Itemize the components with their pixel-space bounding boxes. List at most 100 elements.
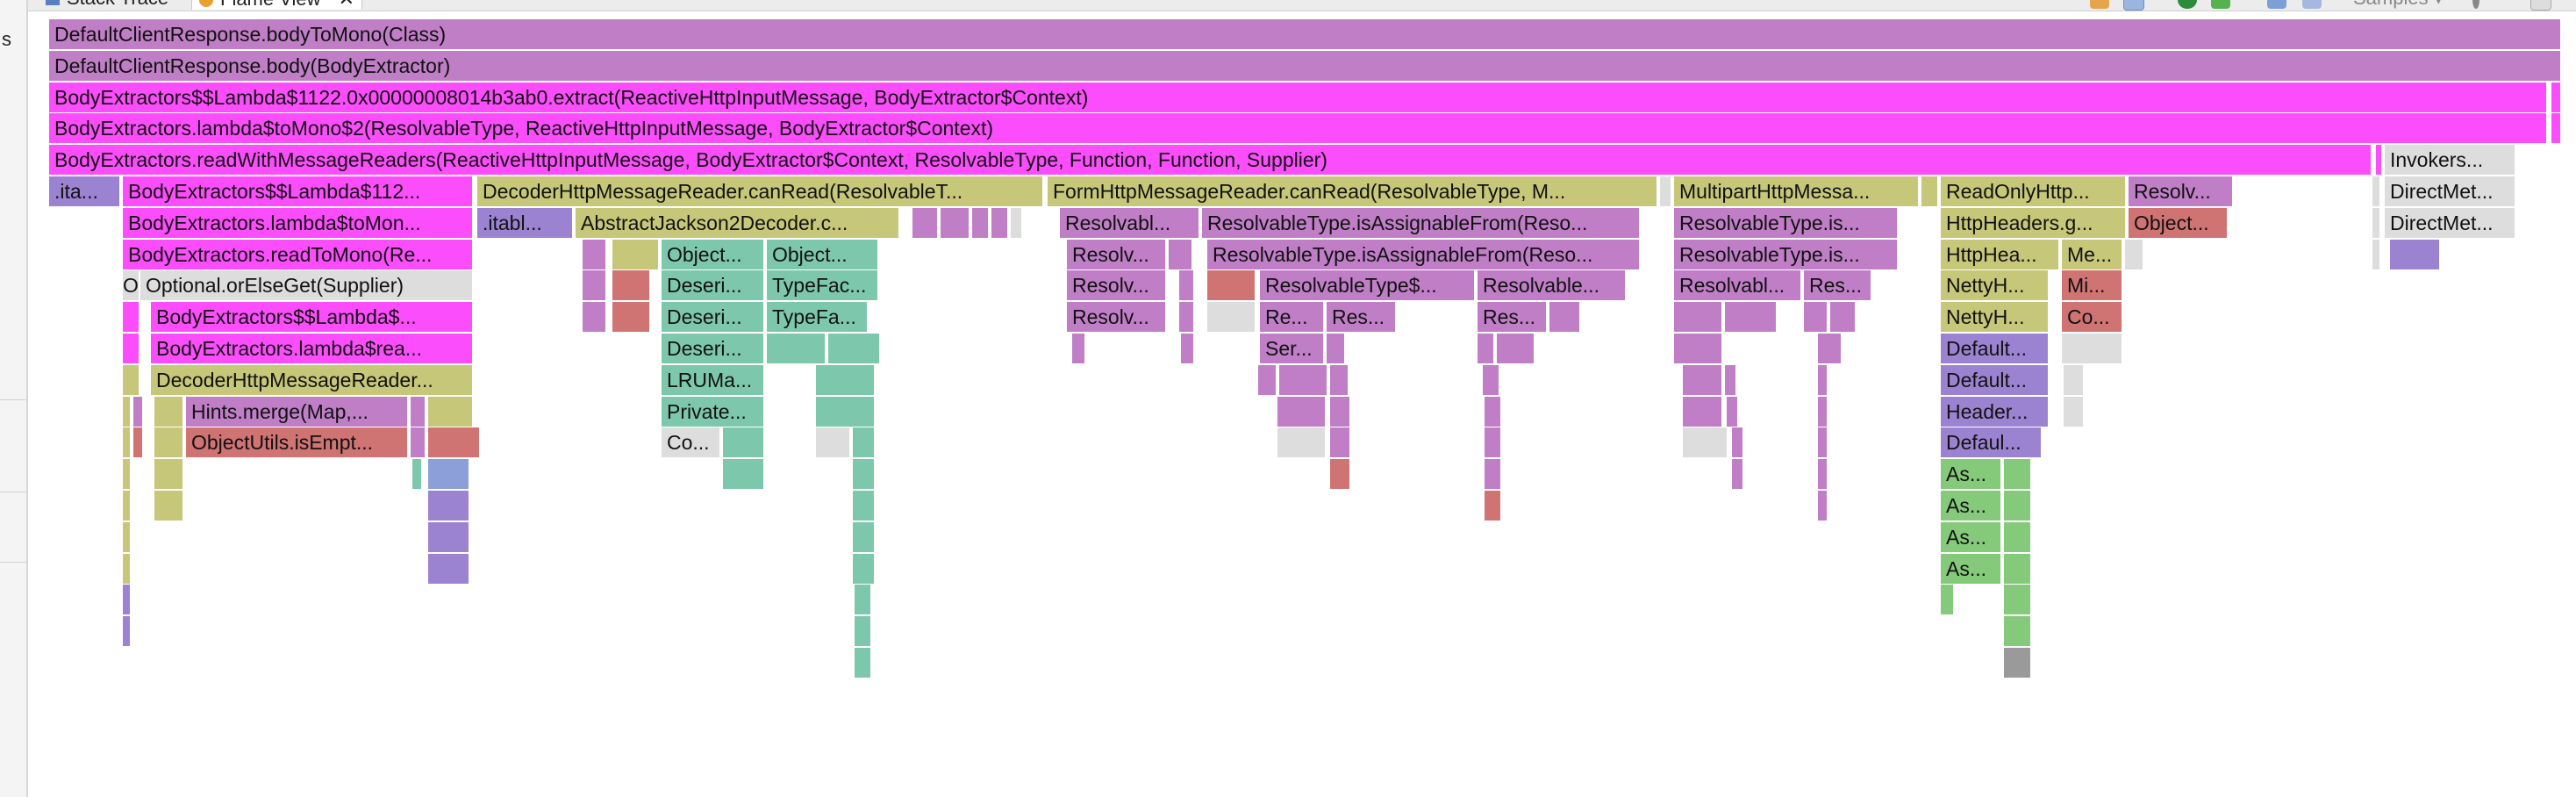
flame-frame[interactable] — [1330, 459, 1351, 490]
flame-frame[interactable] — [767, 334, 826, 363]
flame-frame[interactable]: TypeFac... — [767, 270, 879, 301]
flame-frame[interactable] — [612, 239, 660, 269]
flame-frame[interactable]: Deseri... — [662, 270, 765, 301]
flame-frame[interactable]: Deseri... — [662, 334, 765, 363]
flame-frame[interactable] — [123, 459, 132, 490]
flame-frame[interactable] — [1330, 364, 1349, 395]
flame-frame[interactable]: DecoderHttpMessageReader.canRead(Resolva… — [477, 176, 1044, 206]
flame-frame[interactable]: As... — [1941, 491, 2002, 521]
flame-frame[interactable] — [1725, 302, 1778, 333]
flame-frame[interactable] — [428, 553, 470, 584]
flame-frame[interactable] — [2551, 82, 2562, 112]
flame-frame[interactable] — [1683, 364, 1723, 395]
flame-frame[interactable] — [723, 427, 765, 458]
flame-frame[interactable] — [941, 207, 970, 238]
flame-frame[interactable] — [154, 459, 184, 490]
flame-frame[interactable] — [1732, 459, 1744, 490]
flame-frame[interactable] — [2004, 616, 2032, 647]
flame-frame[interactable] — [1727, 396, 1739, 427]
flame-frame[interactable]: As... — [1941, 459, 2002, 490]
flame-frame[interactable]: Resolv... — [2129, 176, 2234, 206]
flame-frame[interactable]: Object... — [662, 239, 765, 269]
flame-frame[interactable] — [1277, 396, 1327, 427]
flame-frame[interactable]: BodyExtractors.readWithMessageReaders(Re… — [49, 145, 2372, 176]
flame-frame[interactable] — [2004, 648, 2032, 678]
flame-frame[interactable]: Ser... — [1260, 334, 1325, 363]
flame-frame[interactable]: ResolvableType.isAssignableFrom(Reso... — [1207, 239, 1641, 269]
flame-frame[interactable] — [1207, 302, 1256, 333]
flame-frame[interactable]: HttpHeaders.g... — [1941, 207, 2127, 238]
flame-frame[interactable] — [1181, 334, 1195, 363]
flame-frame[interactable]: TypeFa... — [767, 302, 869, 333]
flame-frame[interactable] — [2372, 239, 2381, 269]
play-icon[interactable] — [2211, 0, 2230, 9]
flame-frame[interactable] — [2376, 145, 2383, 176]
flame-frame[interactable] — [428, 459, 470, 490]
flame-frame[interactable] — [2372, 176, 2381, 206]
flame-frame[interactable] — [123, 553, 132, 584]
flame-frame[interactable] — [2064, 364, 2085, 395]
flame-frame[interactable] — [1485, 396, 1502, 427]
flame-frame[interactable] — [612, 302, 651, 333]
flame-frame[interactable] — [123, 364, 140, 395]
flame-frame[interactable] — [2004, 521, 2032, 552]
flame-frame[interactable]: Deseri... — [662, 302, 765, 333]
flame-frame[interactable]: Header... — [1941, 396, 2050, 427]
flame-frame[interactable]: Co... — [662, 427, 721, 458]
flame-frame[interactable] — [723, 459, 765, 490]
flame-frame[interactable] — [123, 491, 132, 521]
flame-frame[interactable] — [1207, 270, 1256, 301]
flame-frame[interactable] — [1485, 459, 1502, 490]
flame-frame[interactable] — [855, 648, 872, 678]
flame-frame[interactable] — [1497, 334, 1535, 363]
filter-icon[interactable] — [2123, 0, 2144, 11]
flame-frame[interactable] — [828, 334, 881, 363]
flame-frame[interactable] — [1818, 334, 1843, 363]
flame-frame[interactable] — [853, 553, 876, 584]
flame-frame[interactable]: BodyExtractors.lambda$toMon... — [123, 207, 474, 238]
flame-frame[interactable] — [1072, 334, 1086, 363]
flame-frame[interactable] — [123, 302, 140, 333]
flame-frame[interactable] — [1830, 302, 1857, 333]
flame-frame[interactable] — [583, 239, 607, 269]
palette-icon[interactable] — [2090, 0, 2109, 9]
flame-frame[interactable] — [123, 585, 132, 615]
flame-frame[interactable] — [853, 427, 876, 458]
flame-frame[interactable]: Default... — [1941, 364, 2050, 395]
flame-frame[interactable] — [853, 459, 876, 490]
flame-frame[interactable]: .ita... — [49, 176, 121, 206]
flame-frame[interactable] — [1478, 334, 1495, 363]
flame-frame[interactable]: MultipartHttpMessa... — [1674, 176, 1920, 206]
flame-frame[interactable]: AbstractJackson2Decoder.c... — [576, 207, 900, 238]
flame-frame[interactable] — [154, 396, 184, 427]
flame-frame[interactable] — [1921, 176, 1939, 206]
flame-frame[interactable]: As... — [1941, 553, 2002, 584]
flame-frame[interactable] — [816, 396, 876, 427]
flame-frame[interactable]: LRUMa... — [662, 364, 765, 395]
flame-frame[interactable] — [2064, 396, 2085, 427]
flame-frame[interactable] — [1818, 459, 1828, 490]
flame-frame[interactable]: DefaultClientResponse.bodyToMono(Class) — [49, 19, 2562, 49]
flame-frame[interactable] — [1327, 334, 1346, 363]
flame-frame[interactable]: DirectMet... — [2385, 176, 2516, 206]
flame-frame[interactable] — [133, 396, 144, 427]
flame-frame[interactable]: ResolvableType.isAssignableFrom(Reso... — [1202, 207, 1641, 238]
flame-frame[interactable]: Resolvabl... — [1674, 270, 1802, 301]
flame-frame[interactable] — [428, 396, 474, 427]
flame-frame[interactable]: Resolvable... — [1478, 270, 1627, 301]
flame-frame[interactable]: As... — [1941, 521, 2002, 552]
flame-frame[interactable] — [2062, 334, 2123, 363]
flame-frame[interactable] — [123, 396, 132, 427]
flame-frame[interactable]: NettyH... — [1941, 270, 2050, 301]
flame-frame[interactable]: Me... — [2062, 239, 2123, 269]
search-icon[interactable] — [2472, 0, 2479, 9]
flame-frame[interactable] — [855, 585, 872, 615]
flame-frame[interactable]: ResolvableType.is... — [1674, 207, 1899, 238]
flame-frame[interactable] — [1277, 427, 1327, 458]
tab-stack-trace[interactable]: Stack Trace — [46, 0, 168, 9]
flame-frame[interactable] — [1483, 364, 1500, 395]
tab-flame-view[interactable]: Flame View ✕ — [191, 0, 363, 10]
flame-frame[interactable] — [583, 302, 607, 333]
flame-frame[interactable] — [1732, 427, 1744, 458]
flame-frame[interactable]: Resolv... — [1067, 302, 1167, 333]
